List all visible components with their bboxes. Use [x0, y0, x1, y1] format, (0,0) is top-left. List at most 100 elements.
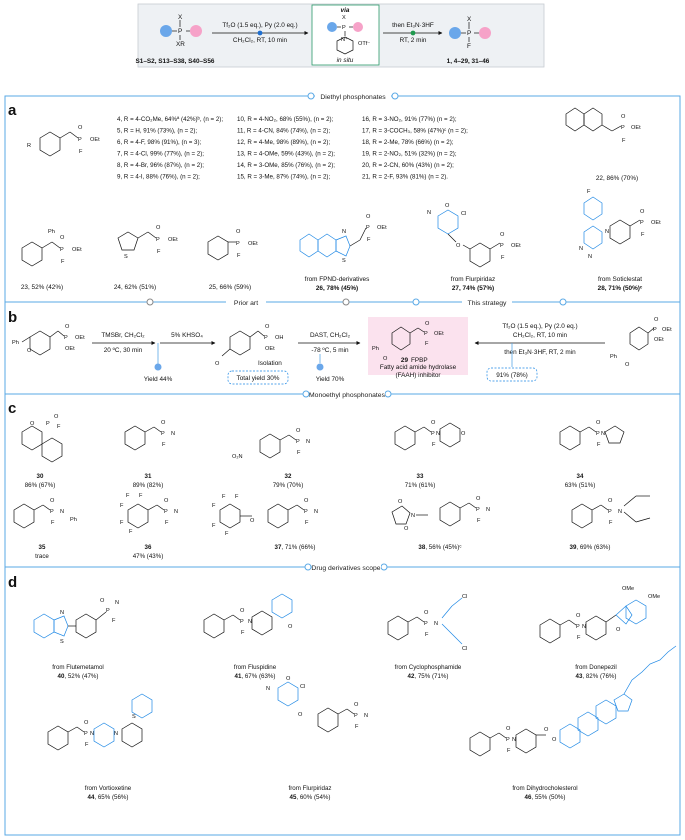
svg-text:OEt: OEt	[75, 335, 85, 341]
table-cell: 18, R = 2-Me, 78% (66%) (n = 2);	[362, 139, 454, 146]
svg-text:P: P	[640, 220, 644, 226]
f-atom: F	[51, 520, 55, 526]
step1-cond: 20 ºC, 30 min	[104, 347, 143, 354]
svg-text:OEt: OEt	[65, 346, 75, 352]
compound-27-from: from Flurpiridaz	[451, 276, 495, 283]
yield1-dot	[154, 363, 162, 371]
svg-text:P: P	[467, 30, 471, 37]
substituent: N	[314, 509, 318, 515]
svg-text:N: N	[605, 229, 609, 235]
svg-text:F: F	[120, 520, 124, 526]
prior-art-starting-material: Ph O P O OEt OEt	[12, 324, 85, 356]
then-reagent: then Et₃N·3HF	[392, 22, 434, 29]
svg-text:P: P	[500, 243, 504, 249]
svg-text:OEt: OEt	[631, 125, 641, 131]
svg-text:F: F	[222, 494, 226, 500]
svg-text:F: F	[235, 494, 239, 500]
table-cell: 10, R = 4-NO₂, 68% (55%), (n = 2);	[237, 116, 334, 123]
o-atom: O	[431, 420, 436, 426]
starting-ids: S1–S2, S13–S38, S40–S56	[136, 58, 215, 65]
drug-from-label: from Donepezil	[575, 664, 617, 671]
f-atom: F	[425, 632, 429, 638]
o-atom: O	[296, 428, 301, 434]
svg-text:N: N	[114, 731, 118, 737]
table-cell: 4, R = 4-CO₂Me, 64%ª (42%)ᵇ, (n = 2);	[117, 116, 223, 123]
p-atom: P	[506, 737, 510, 743]
benzene-ring	[317, 707, 339, 733]
svg-text:N: N	[60, 610, 64, 616]
compound-26-structure: N S P O OEt F	[299, 214, 387, 264]
table-cell: 6, R = 4-F, 98% (91%), (n = 3);	[117, 139, 202, 146]
svg-text:Ph: Ph	[48, 229, 55, 235]
table-cell: 20, R = 2-CN, 60% (43%) (n = 2);	[362, 162, 454, 169]
substituent: N	[618, 509, 622, 515]
o-atom: O	[424, 610, 429, 616]
section-d-letter: d	[8, 574, 17, 591]
compound-label: 38, 56% (45%)ᶜ	[418, 544, 462, 551]
product-ids: 1, 4–29, 31–46	[447, 58, 490, 65]
acid-intermediate: O P O OH OEt	[215, 324, 283, 367]
svg-text:R: R	[27, 143, 31, 149]
svg-text:O: O	[445, 203, 450, 209]
svg-text:O: O	[383, 356, 388, 362]
svg-text:P: P	[653, 327, 657, 333]
strategy-dot-left	[412, 298, 420, 306]
compound-22-label: 22, 86% (70%)	[596, 175, 638, 182]
svg-text:F: F	[79, 149, 83, 155]
f-atom: F	[432, 442, 436, 448]
svg-text:F: F	[120, 503, 124, 509]
svg-text:OEt: OEt	[511, 243, 521, 249]
fpbp-number: 29	[401, 357, 409, 364]
drug-compound-label: 42, 75% (71%)	[408, 673, 449, 680]
new-reagent1: Tf₂O (1.5 eq.), Py (2.0 eq.)	[502, 323, 577, 330]
svg-text:F: F	[112, 618, 116, 624]
svg-text:N: N	[512, 737, 516, 743]
svg-text:S: S	[124, 254, 128, 260]
o-atom: O	[84, 720, 89, 726]
new-reagent3: then Et₃N·3HF, RT, 2 min	[504, 349, 576, 356]
p-atom: P	[296, 439, 300, 445]
svg-text:S: S	[60, 639, 64, 645]
section-c-letter: c	[8, 400, 16, 417]
substituent: N	[306, 439, 310, 445]
table-cell: 13, R = 4-OMe, 59% (43%), (n = 2);	[237, 151, 335, 158]
compound-label: 39, 69% (63%)	[570, 544, 611, 551]
svg-text:O: O	[215, 361, 220, 367]
f-atom: F	[162, 442, 166, 448]
svg-text:F: F	[367, 237, 371, 243]
o-atom: O	[596, 420, 601, 426]
svg-text:F: F	[139, 493, 143, 499]
p-atom: P	[476, 507, 480, 513]
step3-cond: -78 ºC, 5 min	[311, 347, 349, 354]
svg-text:O: O	[78, 125, 83, 131]
intermediate-structure: P X N⁺ OTf⁻	[327, 15, 370, 55]
drug-compound-label: 45, 60% (54%)	[290, 794, 331, 801]
svg-text:O: O	[552, 737, 557, 743]
strategy-dot-right	[559, 298, 567, 306]
svg-text:OMe: OMe	[622, 586, 634, 592]
section-b-letter: b	[8, 309, 17, 326]
benzene-ring	[469, 731, 491, 757]
table-cell: 11, R = 4-CN, 84% (74%), (n = 2);	[237, 128, 330, 135]
o-atom: O	[161, 420, 166, 426]
table-cell: 5, R = H, 91% (73%), (n = 2);	[117, 128, 197, 135]
p-atom: P	[84, 731, 88, 737]
o-atom: O	[576, 613, 581, 619]
svg-text:N: N	[436, 431, 440, 437]
svg-text:P: P	[621, 125, 625, 131]
reagents-bottom: CH₂Cl₂, RT, 10 min	[233, 37, 288, 44]
drug-compound-label: 46, 55% (50%)	[525, 794, 566, 801]
svg-text:P: P	[78, 137, 82, 143]
step2-reagent: 5% KHSO₄	[171, 332, 203, 339]
svg-text:OEt: OEt	[72, 247, 82, 253]
arrow-2-dot	[410, 30, 416, 36]
